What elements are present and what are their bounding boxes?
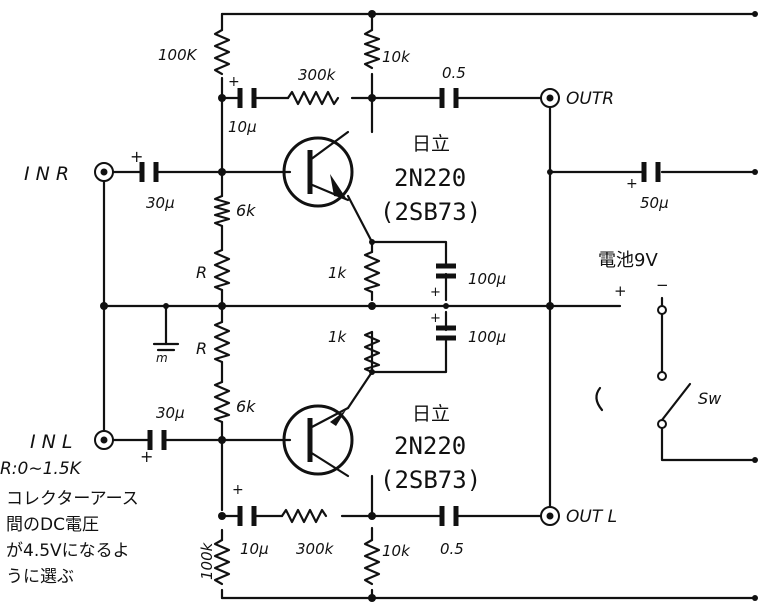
terminals: [94, 88, 560, 526]
label-tr-bot-maker: 日立: [412, 403, 450, 425]
capacitor-30u-r: [139, 162, 159, 182]
label-tr-bot-type: 2N220: [394, 432, 466, 460]
label-plus-in-l: +: [140, 447, 153, 466]
label-r-emit-lower: 1k: [328, 328, 348, 346]
resistor-R-lower: [213, 320, 231, 364]
label-out-r: OUTR: [566, 89, 614, 109]
label-r-lower-6k: 6k: [236, 397, 256, 416]
label-ground: m: [156, 351, 168, 365]
label-tr-bot-alt: (2SB73): [380, 466, 481, 494]
resistor-R-upper: [213, 248, 231, 292]
resistor-100k-bottom: [213, 538, 231, 586]
label-r-upper-6k: 6k: [236, 201, 256, 220]
battery-switch: [595, 305, 692, 429]
label-tr-top-alt: (2SB73): [380, 198, 481, 226]
selection-note: R:0∼1.5K コレクターアース 間のDC電圧 が4.5Vになるよ うに選ぶ: [0, 459, 139, 587]
label-c-batt: 50μ: [640, 194, 669, 212]
resistor-100k-top: [213, 28, 231, 76]
note-line-4: が4.5Vになるよ: [6, 541, 130, 561]
label-c-in-l: 30μ: [156, 404, 185, 422]
resistor-10k-bottom: [363, 538, 381, 586]
capacitor-100u-upper: [436, 263, 456, 279]
label-in-l: I N L: [30, 431, 72, 453]
transistor-top: [282, 130, 354, 208]
wires: [102, 12, 757, 600]
resistor-6k-lower: [213, 380, 231, 424]
label-c-emit-lower: 100μ: [468, 328, 506, 346]
label-c-bot-out: 0.5: [440, 540, 464, 558]
label-c-in-r: 30μ: [146, 194, 175, 212]
label-r-lower-R: R: [196, 339, 207, 358]
note-line-1: R:0∼1.5K: [0, 459, 83, 479]
labels: 100K 10k 300k 0.5 OUTR 10μ + 日立 2N220 (2…: [24, 46, 722, 580]
junctions: [100, 10, 758, 602]
resistor-10k-top: [363, 28, 381, 70]
label-plus-top-fb: +: [228, 74, 240, 90]
label-c-top-out: 0.5: [442, 64, 466, 82]
transistor-bottom: [282, 404, 354, 478]
capacitor-0.5-top: [439, 88, 459, 108]
label-r-top-fb: 300k: [298, 66, 337, 84]
label-plus-emit-lower: +: [430, 311, 441, 326]
resistors: [213, 28, 381, 586]
note-line-3: 間のDC電圧: [6, 515, 99, 535]
label-minus-batt: −: [656, 276, 669, 294]
resistor-1k-upper: [363, 250, 381, 294]
label-plus-bot-fb: +: [232, 482, 244, 498]
capacitors: [139, 88, 661, 526]
capacitor-10u-top: [237, 88, 257, 108]
resistor-6k-upper: [213, 194, 231, 228]
label-tr-top-maker: 日立: [412, 133, 450, 155]
label-r-upper-R: R: [196, 263, 207, 282]
capacitor-30u-l: [147, 430, 167, 450]
resistor-300k-bottom: [280, 508, 328, 524]
resistor-1k-lower: [363, 330, 381, 374]
label-switch: Sw: [698, 389, 722, 408]
label-r-bot-fb: 300k: [296, 540, 335, 558]
label-plus-batt-cap: +: [626, 176, 638, 192]
capacitor-100u-lower: [436, 325, 456, 341]
note-line-5: うに選ぶ: [6, 567, 74, 587]
label-c-emit-upper: 100μ: [468, 270, 506, 288]
label-c-bot-fb: 10μ: [240, 540, 269, 558]
label-plus-batt: +: [614, 282, 627, 300]
label-plus-emit-upper: +: [430, 285, 441, 300]
label-in-r: I N R: [24, 163, 69, 185]
label-r-bot-coll: 10k: [382, 542, 411, 560]
label-out-l: OUT L: [566, 507, 617, 527]
label-r-bot-bias: 100k: [198, 541, 216, 580]
label-r-emit-upper: 1k: [328, 264, 348, 282]
resistor-300k-top: [286, 90, 340, 106]
label-r-top-coll: 10k: [382, 48, 411, 66]
note-line-2: コレクターアース: [6, 489, 139, 509]
label-r-top-bias: 100K: [158, 46, 198, 64]
capacitor-50u: [641, 162, 661, 182]
label-tr-top-type: 2N220: [394, 164, 466, 192]
capacitor-0.5-bottom: [439, 506, 459, 526]
label-battery: 電池9V: [598, 250, 658, 271]
capacitor-10u-bottom: [237, 506, 257, 526]
ground-symbol: [152, 342, 180, 352]
label-c-top-fb: 10μ: [228, 118, 257, 136]
label-plus-in-r: +: [130, 147, 143, 166]
